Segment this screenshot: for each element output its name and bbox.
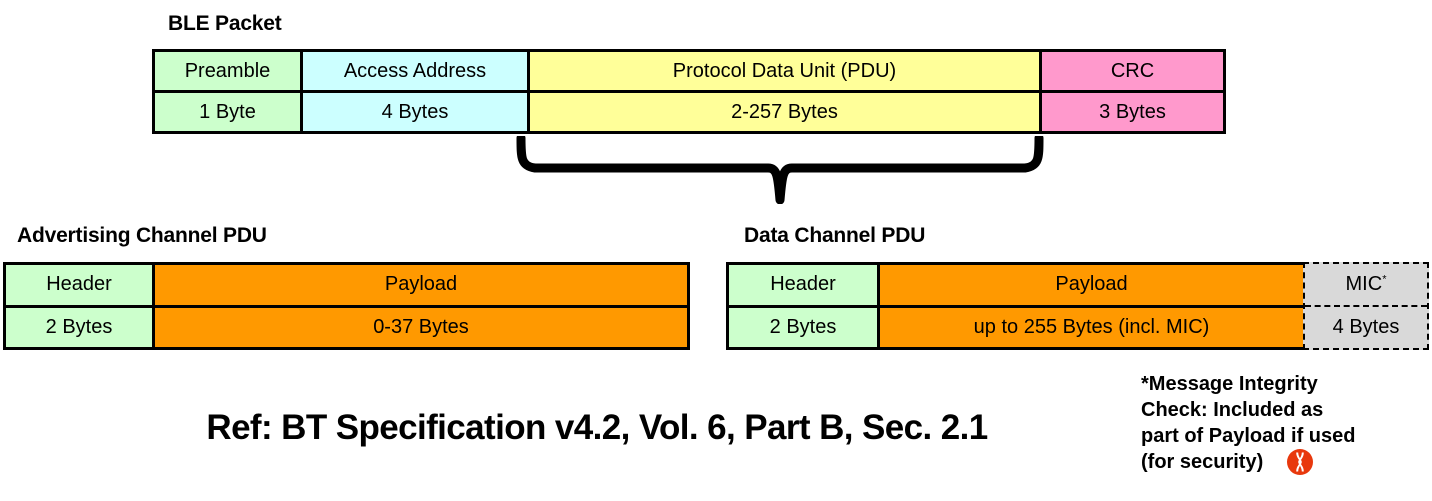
advertising-channel-pdu-table: Header Payload 2 Bytes 0-37 Bytes <box>3 262 690 350</box>
ble-packet-table: Preamble Access Address Protocol Data Un… <box>152 49 1226 134</box>
advertising-field-payload-name: Payload <box>155 265 687 305</box>
footnote-line-2: Check: Included as <box>1141 399 1324 421</box>
mic-size-row: 4 Bytes <box>1305 307 1427 348</box>
ble-field-preamble-size: 1 Byte <box>155 93 303 131</box>
mic-field-size: 4 Bytes <box>1332 316 1400 338</box>
advertising-field-payload-size: 0-37 Bytes <box>155 307 687 347</box>
ble-packet-caption: BLE Packet <box>168 12 282 35</box>
data-field-payload-size: up to 255 Bytes (incl. MIC) <box>880 307 1303 347</box>
footnote-line-1: *Message Integrity <box>1141 373 1318 395</box>
advertising-pdu-size-row: 2 Bytes 0-37 Bytes <box>6 307 687 347</box>
mic-footnote: *Message Integrity Check: Included as pa… <box>1141 371 1431 475</box>
circle-hourglass-logo-icon <box>1287 449 1314 475</box>
specification-reference: Ref: BT Specification v4.2, Vol. 6, Part… <box>206 408 988 447</box>
data-field-header-size: 2 Bytes <box>729 307 880 347</box>
advertising-field-header-size: 2 Bytes <box>6 307 155 347</box>
mic-field-name: MIC* <box>1345 273 1387 295</box>
data-field-header-name: Header <box>729 265 880 305</box>
ble-field-pdu-size: 2-257 Bytes <box>530 93 1042 131</box>
mic-name-row: MIC* <box>1305 264 1427 307</box>
footnote-line-4-row: (for security) <box>1141 449 1431 475</box>
data-pdu-name-row: Header Payload <box>729 265 1303 308</box>
footnote-line-3: part of Payload if used <box>1141 425 1356 447</box>
advertising-pdu-name-row: Header Payload <box>6 265 687 308</box>
advertising-field-header-name: Header <box>6 265 155 305</box>
ble-field-pdu-name: Protocol Data Unit (PDU) <box>530 52 1042 90</box>
ble-packet-size-row: 1 Byte 4 Bytes 2-257 Bytes 3 Bytes <box>155 93 1223 131</box>
footnote-line-4: (for security) <box>1141 451 1264 473</box>
data-channel-pdu-caption: Data Channel PDU <box>744 224 926 247</box>
curly-brace-down-icon <box>516 136 1044 204</box>
ble-field-preamble-name: Preamble <box>155 52 303 90</box>
data-pdu-size-row: 2 Bytes up to 255 Bytes (incl. MIC) <box>729 307 1303 347</box>
ble-field-access-address-size: 4 Bytes <box>303 93 530 131</box>
advertising-channel-pdu-caption: Advertising Channel PDU <box>17 224 267 247</box>
ble-field-crc-name: CRC <box>1042 52 1223 90</box>
mic-footnote-marker: * <box>1382 273 1387 286</box>
mic-field-box: MIC* 4 Bytes <box>1303 262 1429 350</box>
ble-field-access-address-name: Access Address <box>303 52 530 90</box>
data-channel-pdu-table: Header Payload 2 Bytes up to 255 Bytes (… <box>726 262 1306 350</box>
ble-field-crc-size: 3 Bytes <box>1042 93 1223 131</box>
ble-packet-name-row: Preamble Access Address Protocol Data Un… <box>155 52 1223 93</box>
data-field-payload-name: Payload <box>880 265 1303 305</box>
